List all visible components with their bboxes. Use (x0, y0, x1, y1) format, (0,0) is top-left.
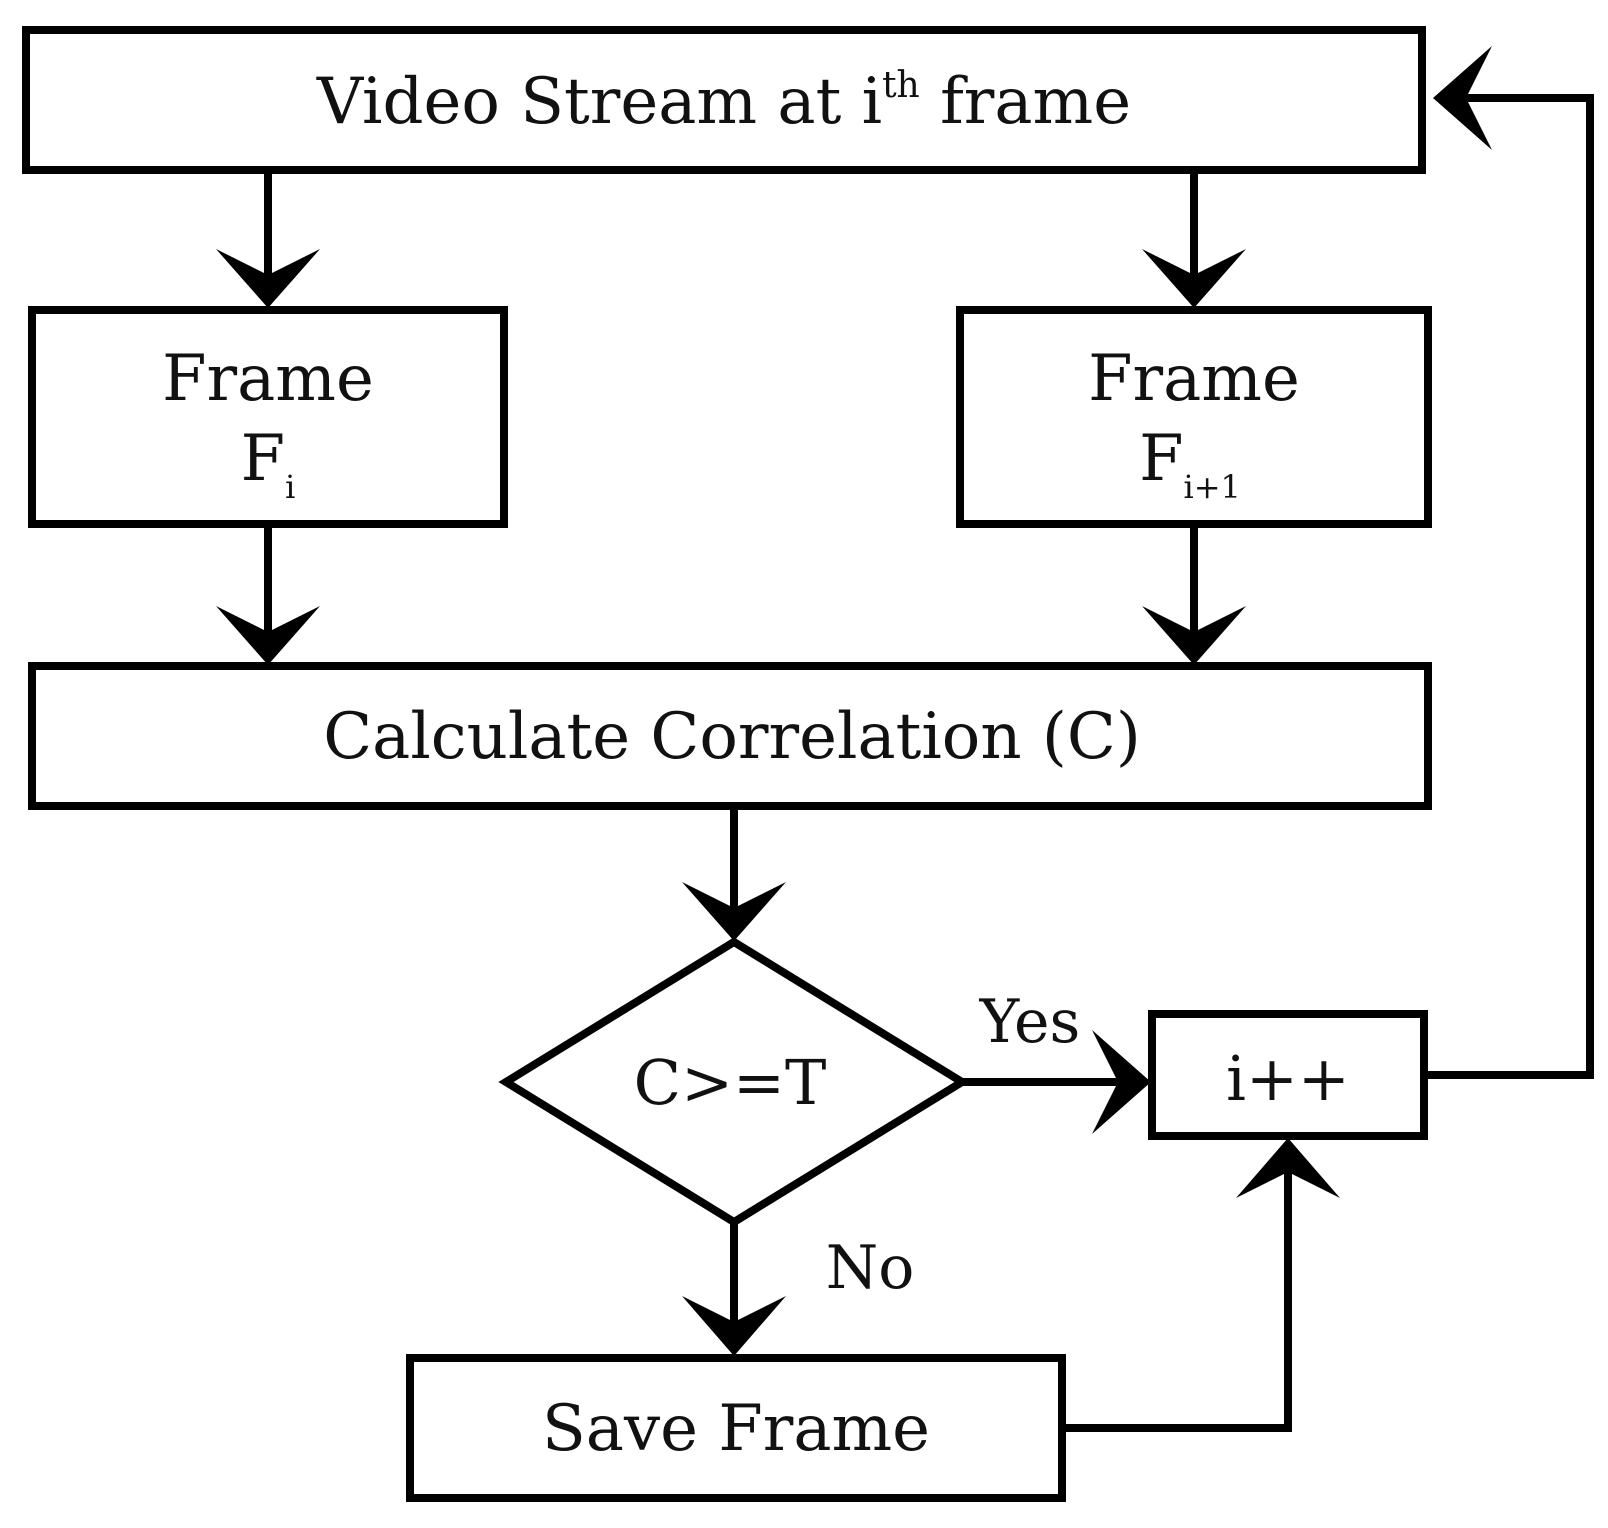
edge-correlation-to-decision (682, 806, 786, 941)
increment-label: i++ (1226, 1042, 1350, 1115)
video-stream-label: Video Stream at ith frame (316, 65, 1131, 139)
edge-save-to-increment (1062, 1138, 1340, 1432)
edge-stream-to-frame-i (216, 170, 320, 308)
increment-node: i++ (1148, 1010, 1428, 1140)
frame-i-plus-1-symbol: Fi+1 (1139, 422, 1241, 506)
decision-label: C>=T (634, 1046, 827, 1119)
save-frame-node: Save Frame (406, 1354, 1066, 1502)
threshold-decision-node: C>=T (498, 937, 970, 1227)
edge-frame-i-plus-1-to-correlation (1142, 524, 1246, 665)
frame-i-title: Frame (162, 342, 374, 416)
edge-decision-no-to-save (682, 1222, 786, 1356)
edge-increment-loop-to-stream (1424, 46, 1594, 1079)
frame-i-plus-1-title: Frame (1088, 342, 1300, 416)
edge-frame-i-to-correlation (216, 524, 320, 665)
calculate-correlation-node: Calculate Correlation (C) (28, 662, 1432, 810)
video-stream-node: Video Stream at ith frame (22, 26, 1426, 174)
edge-decision-yes-to-increment (962, 1030, 1151, 1134)
calculate-correlation-label: Calculate Correlation (C) (323, 700, 1141, 774)
no-label: No (826, 1233, 915, 1303)
frame-i-node: Frame Fi (28, 306, 508, 528)
yes-label: Yes (979, 987, 1081, 1057)
frame-i-symbol: Fi (241, 422, 296, 506)
edge-stream-to-frame-i-plus-1 (1142, 170, 1246, 308)
save-frame-label: Save Frame (542, 1392, 930, 1466)
frame-i-plus-1-node: Frame Fi+1 (956, 306, 1432, 528)
